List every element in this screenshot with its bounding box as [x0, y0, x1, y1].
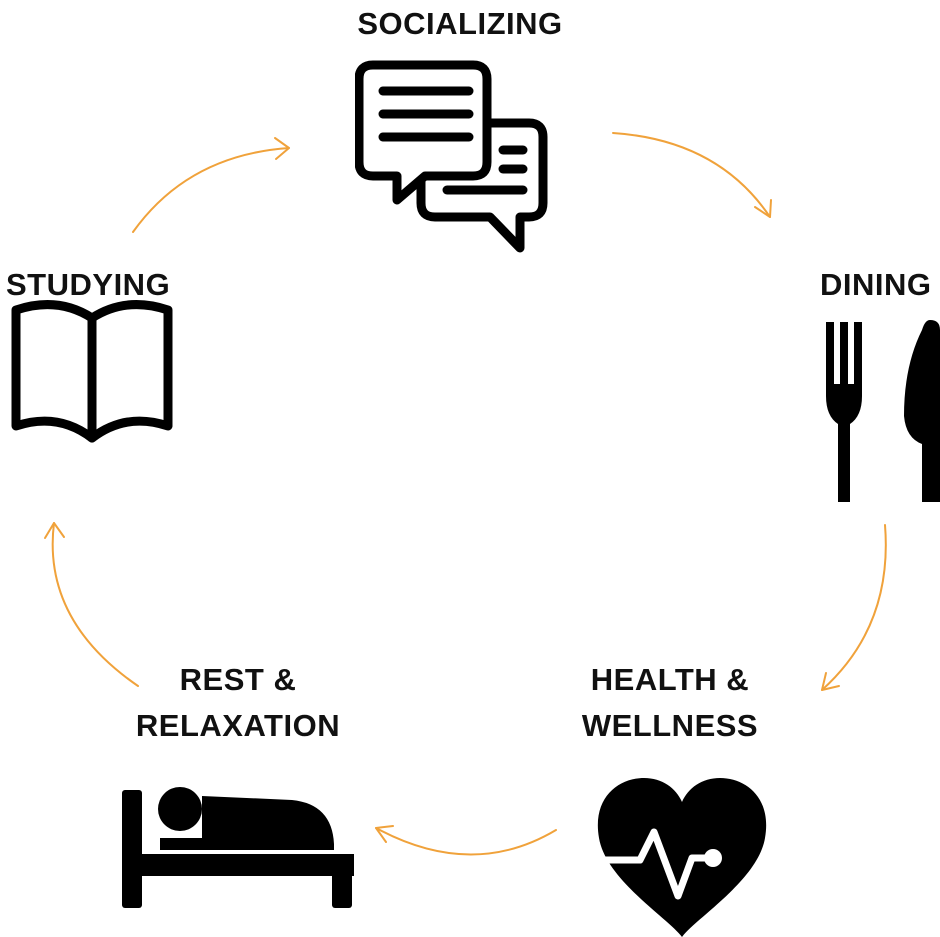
rest-label-line2: RELAXATION	[135, 708, 341, 743]
studying-label-text: STUDYING	[6, 267, 171, 302]
fork-knife-icon	[826, 320, 940, 502]
arrow-studying-to-socializing	[132, 137, 290, 233]
dining-label-text: DINING	[820, 267, 932, 302]
arrow-rest-to-studying	[44, 522, 139, 687]
node-label-dining: DINING	[820, 262, 932, 308]
node-label-health: HEALTH & WELLNESS	[555, 657, 785, 749]
rest-label-line1: REST &	[179, 662, 297, 697]
node-label-socializing: SOCIALIZING	[330, 1, 590, 47]
arrow-socializing-to-dining	[612, 132, 772, 218]
health-label-line1: HEALTH &	[590, 662, 750, 697]
health-label-line2: WELLNESS	[581, 708, 759, 743]
open-book-icon	[11, 300, 173, 443]
node-label-rest: REST & RELAXATION	[118, 657, 358, 749]
node-label-studying: STUDYING	[6, 262, 170, 308]
heart-pulse-icon	[597, 778, 767, 937]
arrow-health-to-rest	[375, 825, 557, 856]
socializing-label-text: SOCIALIZING	[357, 6, 563, 41]
arrow-dining-to-health	[821, 524, 887, 691]
bed-icon	[122, 787, 354, 908]
speech-bubbles-icon	[355, 60, 548, 253]
